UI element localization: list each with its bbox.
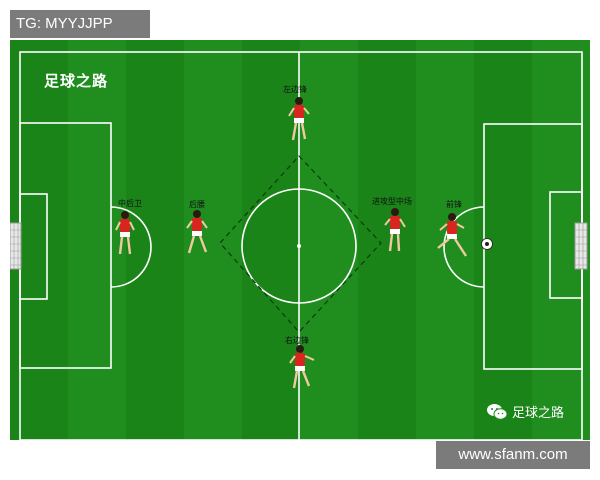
pitch-stripe	[242, 40, 300, 440]
player-right-winger	[289, 345, 315, 389]
player-attacking-mid	[384, 208, 406, 252]
player-left-winger	[288, 97, 310, 141]
centre-spot	[297, 244, 301, 248]
label-striker: 前锋	[446, 200, 462, 209]
tg-watermark: TG: MYYJJPP	[10, 10, 150, 38]
label-defensive-mid: 后腰	[189, 200, 205, 209]
left-penalty-arc	[110, 206, 152, 288]
player-centre-back	[115, 211, 135, 255]
site-watermark: www.sfanm.com	[436, 441, 590, 469]
right-goal-net	[574, 222, 588, 270]
centre-circle	[241, 188, 357, 304]
left-penalty-area	[19, 122, 112, 369]
football-icon	[481, 238, 493, 250]
label-left-winger: 左边锋	[283, 85, 307, 94]
wechat-icon	[487, 403, 508, 420]
brand-title: 足球之路	[44, 72, 109, 90]
player-defensive-mid	[186, 210, 208, 254]
label-centre-back: 中后卫	[118, 199, 142, 208]
left-goal-area	[19, 193, 48, 300]
right-penalty-area	[483, 123, 583, 370]
player-striker	[437, 213, 468, 257]
pitch-markings	[10, 51, 588, 440]
wechat-label: 足球之路	[512, 406, 565, 421]
right-penalty-arc	[443, 206, 485, 288]
label-right-winger: 右边锋	[285, 336, 309, 345]
left-goal-net	[10, 222, 22, 270]
label-attacking-mid: 进攻型中场	[372, 197, 412, 206]
pitch-stripe	[126, 40, 184, 440]
formation-diamond	[219, 155, 382, 333]
pitch-stripe	[358, 40, 416, 440]
wechat-brand: 足球之路	[486, 402, 564, 421]
